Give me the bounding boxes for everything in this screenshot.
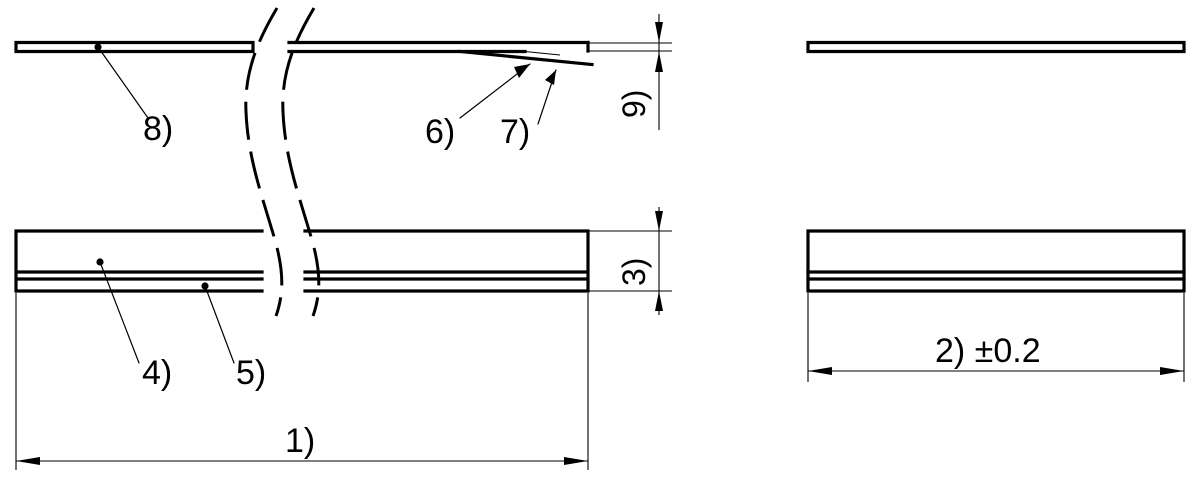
dimension-3-group: 3) [588,207,672,315]
break-line-right [281,7,321,317]
dimension-9-arrow-lower [655,51,663,72]
callout-6-leader-group [459,63,531,119]
callout-8-leader-line [97,46,149,119]
callout-5-leader-line [204,285,235,364]
bottom-right-thick-profile-view [806,229,1186,293]
dimension-9-arrow-upper [655,22,663,43]
thick-profile-left-body [14,229,264,293]
callout-7-arrowhead [545,70,556,85]
callout-6-label: 6) [425,113,455,151]
break-line-left [244,7,284,317]
callout-8-label: 8) [143,110,173,148]
dimension-3-arrow-lower [655,291,663,311]
dimension-2-group: 2) ±0.2 [807,293,1185,382]
thick-profile-right-body [303,229,590,293]
top-left-thin-profile-view [14,40,672,67]
dimension-3-arrow-upper [655,211,663,231]
callout-8-leader-group [94,43,149,119]
callout-5-leader-group [201,282,235,364]
thin-strip-taper-edge [458,49,594,67]
thick-profile-end-view-rect [806,229,1186,293]
break-lines-group [244,7,321,317]
callout-4-label: 4) [142,354,172,392]
callout-5-label: 5) [236,354,266,392]
dimension-3-label: 3) [616,258,652,286]
dimension-2-label: 2) ±0.2 [935,332,1041,370]
dimension-2-arrow-right [1160,367,1184,375]
top-right-thin-profile-view [806,40,1186,54]
dimension-1-group: 1) [15,293,589,470]
callout-4-leader-line [99,261,140,364]
thin-strip-left-segment [14,40,255,54]
dimension-9-group: 9) [616,14,663,130]
callout-7-leader-group [537,69,557,125]
dimension-1-label: 1) [285,422,315,460]
thin-strip-taper-upper-edge [524,50,561,56]
dimension-1-arrow-left [16,457,40,465]
callout-7-label: 7) [500,113,530,151]
callout-4-leader-group [96,258,140,364]
dimension-1-arrow-right [564,457,588,465]
callout-6-arrowhead [514,64,530,78]
bottom-left-thick-profile-view [14,229,590,293]
thin-strip-end-view-rect [806,40,1186,54]
dimension-2-arrow-left [808,367,832,375]
dimension-9-label: 9) [616,90,652,118]
